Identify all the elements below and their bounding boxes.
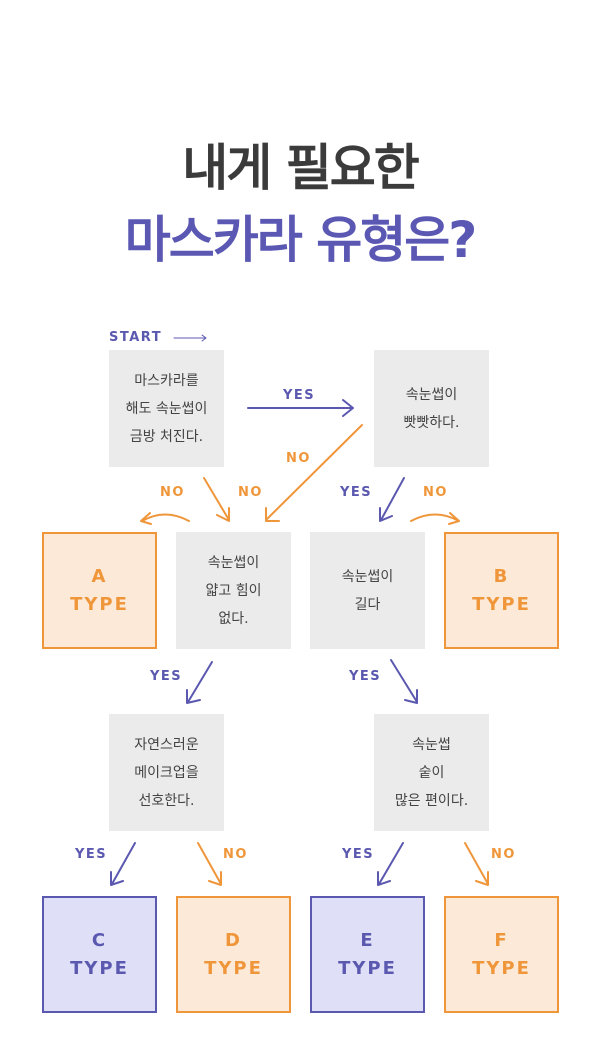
result-type: TYPE bbox=[70, 957, 129, 979]
question-q2: 속눈썹이 빳빳하다. bbox=[374, 350, 489, 467]
result-b: B TYPE bbox=[444, 532, 559, 649]
question-q5: 자연스러운 메이크업을 선호한다. bbox=[109, 714, 224, 831]
result-letter: C bbox=[91, 929, 108, 951]
title-line-1: 내게 필요한 bbox=[182, 139, 419, 197]
arrow-q6-yes bbox=[377, 842, 404, 886]
arrow-q2-yes bbox=[379, 477, 405, 522]
result-type: TYPE bbox=[472, 593, 531, 615]
result-letter: E bbox=[360, 929, 375, 951]
arrow-q1-no bbox=[203, 477, 230, 522]
arrow-q3-yes bbox=[186, 661, 213, 704]
title-line-2: 마스카라 유형은? bbox=[124, 211, 477, 269]
label-no: NO bbox=[423, 485, 448, 500]
label-yes: YES bbox=[75, 847, 108, 862]
label-no: NO bbox=[223, 847, 248, 862]
result-a: A TYPE bbox=[42, 532, 157, 649]
result-e: E TYPE bbox=[310, 896, 425, 1013]
arrow-to-b bbox=[410, 512, 460, 525]
label-no: NO bbox=[160, 485, 185, 500]
start-arrow bbox=[173, 334, 207, 342]
label-no: NO bbox=[286, 451, 311, 466]
arrow-q4-yes bbox=[390, 659, 418, 704]
question-q4: 속눈썹이 길다 bbox=[310, 532, 425, 649]
result-letter: D bbox=[225, 929, 242, 951]
arrow-q5-no bbox=[197, 842, 222, 886]
result-f: F TYPE bbox=[444, 896, 559, 1013]
result-letter: A bbox=[91, 565, 108, 587]
arrow-q6-no bbox=[464, 842, 489, 886]
label-yes: YES bbox=[340, 485, 373, 500]
label-no: NO bbox=[238, 485, 263, 500]
result-letter: B bbox=[493, 565, 510, 587]
result-type: TYPE bbox=[338, 957, 397, 979]
result-type: TYPE bbox=[204, 957, 263, 979]
result-letter: F bbox=[494, 929, 509, 951]
arrow-q5-yes bbox=[110, 842, 136, 886]
question-q1: 마스카라를 해도 속눈썹이 금방 처진다. bbox=[109, 350, 224, 467]
result-d: D TYPE bbox=[176, 896, 291, 1013]
label-no: NO bbox=[491, 847, 516, 862]
arrow-q2-no bbox=[265, 424, 363, 522]
question-q3: 속눈썹이 얇고 힘이 없다. bbox=[176, 532, 291, 649]
arrow-q1-yes bbox=[247, 399, 354, 417]
label-yes: YES bbox=[349, 669, 382, 684]
result-type: TYPE bbox=[70, 593, 129, 615]
label-yes: YES bbox=[150, 669, 183, 684]
label-yes: YES bbox=[283, 388, 316, 403]
arrow-to-a bbox=[140, 512, 190, 525]
result-type: TYPE bbox=[472, 957, 531, 979]
start-label: START bbox=[109, 330, 163, 345]
result-c: C TYPE bbox=[42, 896, 157, 1013]
label-yes: YES bbox=[342, 847, 375, 862]
question-q6: 속눈썹 숱이 많은 편이다. bbox=[374, 714, 489, 831]
